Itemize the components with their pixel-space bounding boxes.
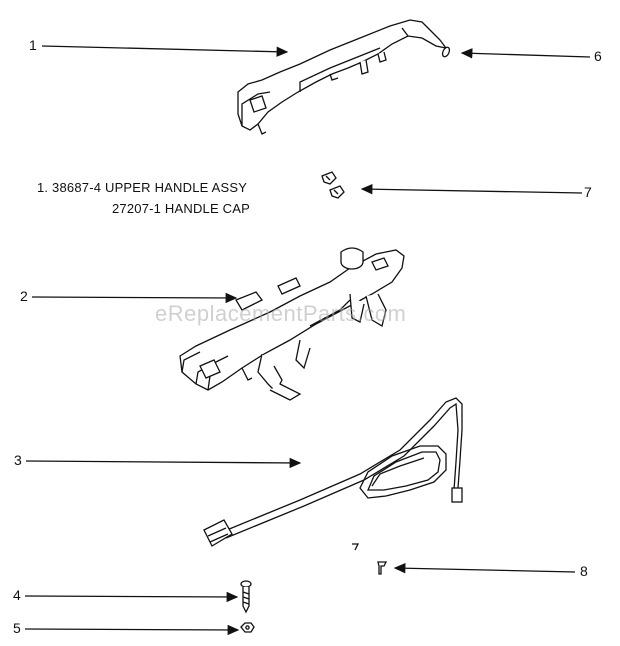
part-note-upper-handle: 1. 38687-4 UPPER HANDLE ASSY xyxy=(37,180,248,195)
screw-drawing xyxy=(240,580,252,614)
cord-drawing xyxy=(203,397,463,547)
screw-small-drawing xyxy=(352,543,388,575)
callout-2: 2 xyxy=(20,288,28,304)
leader-line-5 xyxy=(24,624,240,636)
callout-8: 8 xyxy=(580,563,588,579)
callout-4: 4 xyxy=(13,587,21,603)
leader-line-8 xyxy=(393,563,576,574)
leader-line-2 xyxy=(31,292,238,304)
part-note-handle-cap: 27207-1 HANDLE CAP xyxy=(112,201,250,216)
leader-line-4 xyxy=(24,591,239,603)
callout-5: 5 xyxy=(13,620,21,636)
leader-line-1 xyxy=(41,45,289,57)
callout-1: 1 xyxy=(29,37,37,53)
clips-drawing xyxy=(321,171,345,199)
callout-3: 3 xyxy=(14,452,22,468)
upper-handle-drawing xyxy=(237,19,448,135)
nut-drawing xyxy=(240,622,255,633)
callout-6: 6 xyxy=(594,48,602,64)
leader-lines xyxy=(24,45,591,636)
watermark: eReplacementParts.com xyxy=(155,301,407,326)
leader-line-6 xyxy=(460,48,591,59)
leader-line-7 xyxy=(360,183,583,195)
callout-7: 7 xyxy=(584,184,592,200)
lower-handle-drawing xyxy=(179,247,405,401)
handle-cap-drawing xyxy=(441,46,451,58)
leader-line-3 xyxy=(25,457,302,469)
